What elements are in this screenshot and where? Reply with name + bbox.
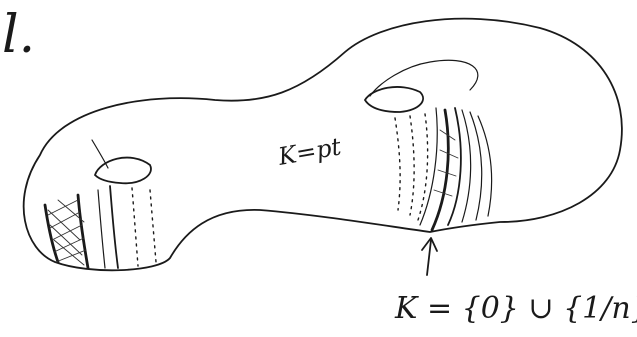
- left-tube: [45, 186, 156, 268]
- label-middle: K=pt: [275, 132, 343, 171]
- left-hole-inner: [92, 140, 108, 168]
- right-hole-inner: [370, 60, 478, 96]
- label-bottom: K = {0} ∪ {1/n}: [394, 291, 637, 326]
- corner-label: l.: [2, 5, 35, 65]
- arrow: [422, 238, 437, 275]
- left-hole: [95, 158, 151, 184]
- right-tube: [395, 108, 492, 230]
